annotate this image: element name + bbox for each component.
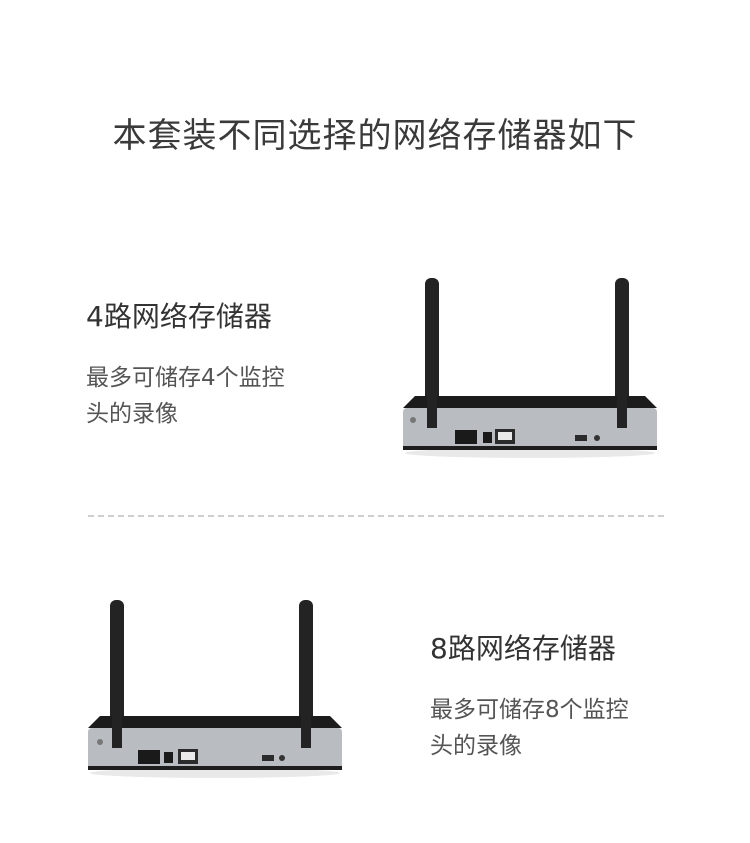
- product-4ch-heading: 4路网络存储器: [86, 300, 272, 333]
- page-title: 本套装不同选择的网络存储器如下: [112, 116, 638, 156]
- section-divider: [88, 515, 664, 517]
- ground-screw-icon: [410, 417, 416, 423]
- product-8ch-description: 最多可储存8个监控 头的录像: [430, 692, 670, 766]
- product-4ch-description: 最多可储存4个监控 头的录像: [86, 360, 326, 434]
- usb-port-icon: [575, 435, 587, 441]
- device-top: [403, 396, 657, 408]
- nvr-4ch-image: [403, 278, 657, 458]
- right-antenna-base: [301, 716, 311, 748]
- ethernet-port-inner: [181, 752, 195, 760]
- device-top: [88, 716, 342, 728]
- usb-port-icon: [262, 755, 274, 761]
- dc-port-icon: [483, 432, 492, 443]
- nvr-8ch-image: [88, 600, 342, 778]
- device-base: [88, 766, 342, 770]
- product-8ch-desc-line2: 头的录像: [430, 733, 522, 760]
- product-8ch-desc-line1: 最多可储存8个监控: [430, 696, 629, 723]
- ethernet-port-inner: [498, 432, 512, 440]
- reset-button-icon: [279, 755, 285, 761]
- device-shadow: [405, 448, 655, 458]
- product-4ch-desc-line2: 头的录像: [86, 401, 178, 428]
- dc-port-icon: [164, 752, 173, 763]
- left-antenna-icon: [110, 600, 124, 750]
- power-switch-icon: [138, 750, 160, 764]
- left-antenna-base: [112, 716, 122, 748]
- left-antenna-icon: [425, 278, 439, 428]
- reset-button-icon: [594, 435, 600, 441]
- right-antenna-icon: [299, 600, 313, 750]
- left-antenna-base: [427, 396, 437, 428]
- product-4ch-info: 4路网络存储器 最多可储存4个监控 头的录像: [86, 300, 326, 433]
- product-8ch-info: 8路网络存储器 最多可储存8个监控 头的录像: [430, 632, 670, 765]
- right-antenna-base: [617, 396, 627, 428]
- right-antenna-icon: [615, 278, 629, 428]
- device-shadow: [90, 768, 340, 778]
- device-base: [403, 446, 657, 450]
- product-4ch-desc-line1: 最多可储存4个监控: [86, 364, 285, 391]
- product-8ch-heading: 8路网络存储器: [430, 632, 616, 665]
- ground-screw-icon: [97, 739, 103, 745]
- power-switch-icon: [455, 430, 477, 444]
